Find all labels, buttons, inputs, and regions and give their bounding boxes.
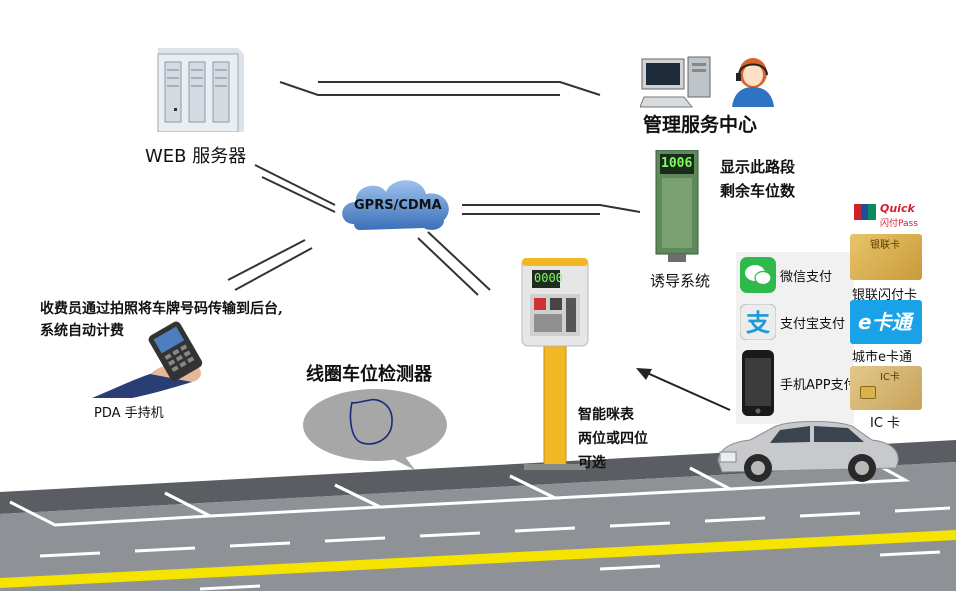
collector-text-line1: 收费员通过拍照将车牌号码传输到后台, [40, 301, 283, 317]
unionpay-card [850, 234, 922, 280]
phone-icon [740, 350, 776, 416]
meter-display: 0000 [534, 271, 563, 285]
meter-text-line1: 智能咪表 [578, 407, 634, 423]
web-server-icon [152, 48, 244, 133]
payment-app: 手机APP支付 [740, 350, 857, 416]
quickpass-logo-text: Quick [880, 202, 915, 215]
payment-wechat: 微信支付 [740, 256, 832, 294]
quickpass-logo-sub: 闪付Pass [880, 219, 918, 229]
cloud-icon [340, 172, 458, 236]
guide-text-line1: 显示此路段 [720, 158, 796, 176]
collector-text-line2: 系统自动计费 [40, 323, 124, 339]
meter-text-line2: 两位或四位 [578, 431, 648, 447]
payment-label: 支付宝支付 [780, 316, 846, 332]
payment-label: 微信支付 [780, 269, 833, 285]
svg-text:支: 支 [746, 309, 771, 337]
mgmt-center-label: 管理服务中心 [643, 114, 758, 136]
support-agent-icon [728, 55, 778, 107]
chip-icon [860, 386, 876, 399]
parking-meter-icon [520, 257, 592, 470]
web-server-label: WEB 服务器 [145, 146, 247, 167]
computer-icon [639, 55, 715, 111]
pda-label: PDA 手持机 [94, 406, 164, 421]
quickpass-logo [852, 196, 922, 230]
guide-system-label: 诱导系统 [650, 272, 711, 290]
ic-card-text: IC卡 [880, 372, 900, 383]
ic-card-label: IC 卡 [870, 416, 901, 431]
ecard-card-text: e卡通 [858, 310, 912, 334]
alipay-icon: 支 [739, 303, 777, 341]
wechat-icon [740, 257, 776, 293]
unionpay-card-label: 银联闪付卡 [852, 288, 918, 303]
unionpay-card-text: 银联卡 [870, 240, 900, 251]
coil-detector-label: 线圈车位检测器 [306, 364, 432, 385]
payment-label: 手机APP支付 [780, 377, 857, 393]
ecard-card [850, 300, 922, 344]
guide-display: 1006 [661, 156, 693, 171]
network-label: GPRS/CDMA [354, 198, 442, 213]
guide-sign-icon [654, 149, 700, 262]
ecard-card-label: 城市e卡通 [852, 350, 912, 365]
pda-icon [92, 318, 218, 398]
guide-text-line2: 剩余车位数 [720, 182, 796, 200]
car-icon [714, 418, 902, 484]
payment-alipay: 支 支付宝支付 [739, 303, 846, 341]
meter-text-line3: 可选 [578, 455, 606, 471]
